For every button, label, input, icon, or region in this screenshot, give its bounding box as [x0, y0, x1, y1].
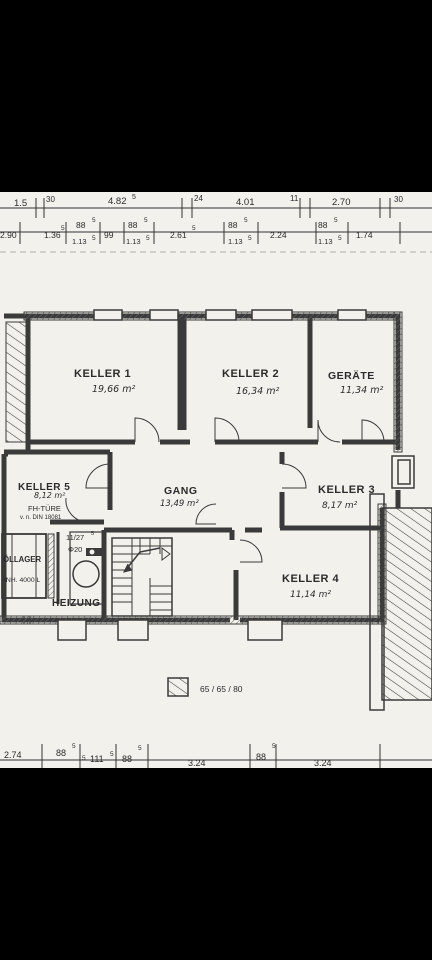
room-name-keller3: KELLER 3 [318, 484, 375, 496]
dim-second-20: 5 [334, 217, 338, 224]
dim-top-1: 30 [46, 195, 55, 204]
room-area-keller2: 16,34 m² [236, 386, 279, 397]
label-din: v. n. DIN 18081 [20, 515, 62, 521]
dim-second-15: 5 [244, 217, 248, 224]
dimension-lines-bottom [0, 744, 432, 768]
label-oellager: ÖLLAGER [3, 555, 41, 564]
dim-top-3: 5 [132, 194, 136, 201]
dim-second-1: 1.36 [44, 230, 61, 240]
label-stair-dims: 11/27 [66, 533, 84, 542]
label-inh: INH. 4000 L [4, 577, 40, 584]
dim-bottom-0: 2.74 [4, 750, 22, 760]
room-name-keller1: KELLER 1 [74, 368, 131, 380]
dim-second-8: 88 [128, 220, 138, 230]
room-name-gang: GANG [164, 485, 198, 497]
room-labels: KELLER 1 KELLER 2 GERÄTE KELLER 5 GANG K… [18, 368, 375, 609]
dim-second-13: 5 [192, 225, 196, 232]
dim-second-3: 88 [76, 220, 86, 230]
dimension-lines-top [0, 198, 432, 244]
dim-second-19: 88 [318, 220, 328, 230]
dim-second-0: 2.90 [0, 230, 17, 240]
boiler [56, 531, 105, 605]
room-name-keller5: KELLER 5 [18, 482, 70, 493]
dim-second-17: 5 [248, 235, 252, 242]
room-name-keller4: KELLER 4 [282, 573, 340, 585]
dim-top-2: 4.82 [108, 196, 127, 207]
floor-plan: 1.5 30 4.82 5 24 4.01 11 2.70 30 2.90 1.… [0, 192, 432, 768]
dim-second-11: 5 [146, 235, 150, 242]
legend-window-size: 65 / 65 / 80 [200, 684, 243, 694]
doors [65, 417, 385, 563]
dim-second-14: 88 [228, 220, 238, 230]
small-labels: FH-TÜRE v. n. DIN 18081 11/27 5 Φ20 ÖLLA… [3, 504, 94, 584]
dim-bottom-10: 5 [272, 743, 276, 750]
dim-bottom-2: 5 [72, 743, 76, 750]
dim-bottom-5: 5 [110, 751, 114, 758]
dim-bottom-3: 5 [82, 755, 86, 762]
dim-top-6: 11 [290, 194, 299, 203]
dim-second-23: 1.74 [356, 230, 373, 240]
dim-top-4: 24 [194, 194, 203, 203]
room-area-keller4: 11,14 m² [290, 590, 331, 600]
label-stair-dims-sup: 5 [91, 531, 94, 537]
label-phi: Φ20 [68, 545, 82, 554]
dim-second-22: 5 [338, 235, 342, 242]
dim-bottom-4: 111 [90, 754, 104, 764]
dimension-labels-second: 2.90 1.36 5 88 5 1.13 5 99 88 5 1.13 5 2… [0, 217, 373, 246]
paper-background [0, 192, 432, 768]
room-name-geraete: GERÄTE [328, 369, 375, 382]
windows [57, 309, 415, 641]
dim-second-7: 99 [104, 230, 114, 240]
hatched-column-left [5, 321, 27, 443]
dim-second-12: 2.61 [170, 230, 187, 240]
dimension-labels-top: 1.5 30 4.82 5 24 4.01 11 2.70 30 [14, 194, 403, 209]
dim-second-2: 5 [61, 225, 65, 232]
dim-top-7: 2.70 [332, 197, 351, 208]
dim-second-4: 5 [92, 217, 96, 224]
room-name-keller2: KELLER 2 [222, 368, 279, 380]
dim-bottom-11: 3.24 [314, 758, 332, 768]
room-area-gang: 13,49 m² [160, 499, 199, 509]
dim-bottom-9: 88 [256, 752, 266, 762]
floor-plan-photo: 1.5 30 4.82 5 24 4.01 11 2.70 30 2.90 1.… [0, 192, 432, 768]
dim-second-16: 1.13 [228, 237, 243, 246]
dim-bottom-7: 5 [138, 745, 142, 752]
room-area-keller3: 8,17 m² [322, 501, 358, 511]
room-area-geraete: 11,34 m² [340, 385, 383, 396]
dim-second-6: 5 [92, 235, 96, 242]
dim-second-5: 1.13 [72, 237, 87, 246]
dim-second-21: 1.13 [318, 237, 333, 246]
label-fh-tuere: FH-TÜRE [28, 504, 61, 513]
dim-second-10: 1.13 [126, 237, 141, 246]
dim-bottom-6: 88 [122, 754, 132, 764]
dimension-labels-bottom: 2.74 88 5 5 111 5 88 5 3.24 88 5 3.24 [4, 743, 332, 768]
room-area-keller1: 19,66 m² [92, 384, 135, 395]
hatched-terrace-right [369, 493, 432, 711]
dim-top-8: 30 [394, 195, 403, 204]
room-areas: 19,66 m² 16,34 m² 11,34 m² 8,12 m² 13,49… [34, 384, 383, 600]
staircase [111, 537, 173, 617]
dim-bottom-1: 88 [56, 748, 66, 758]
dim-second-9: 5 [144, 217, 148, 224]
oil-tank [1, 533, 55, 599]
room-area-keller5: 8,12 m² [34, 491, 66, 500]
dim-top-5: 4.01 [236, 197, 255, 208]
legend-swatch [167, 677, 189, 697]
room-name-heizung: HEIZUNG [52, 598, 101, 609]
dim-bottom-8: 3.24 [188, 758, 206, 768]
dim-top-0: 1.5 [14, 198, 27, 209]
dim-second-18: 2.24 [270, 230, 287, 240]
